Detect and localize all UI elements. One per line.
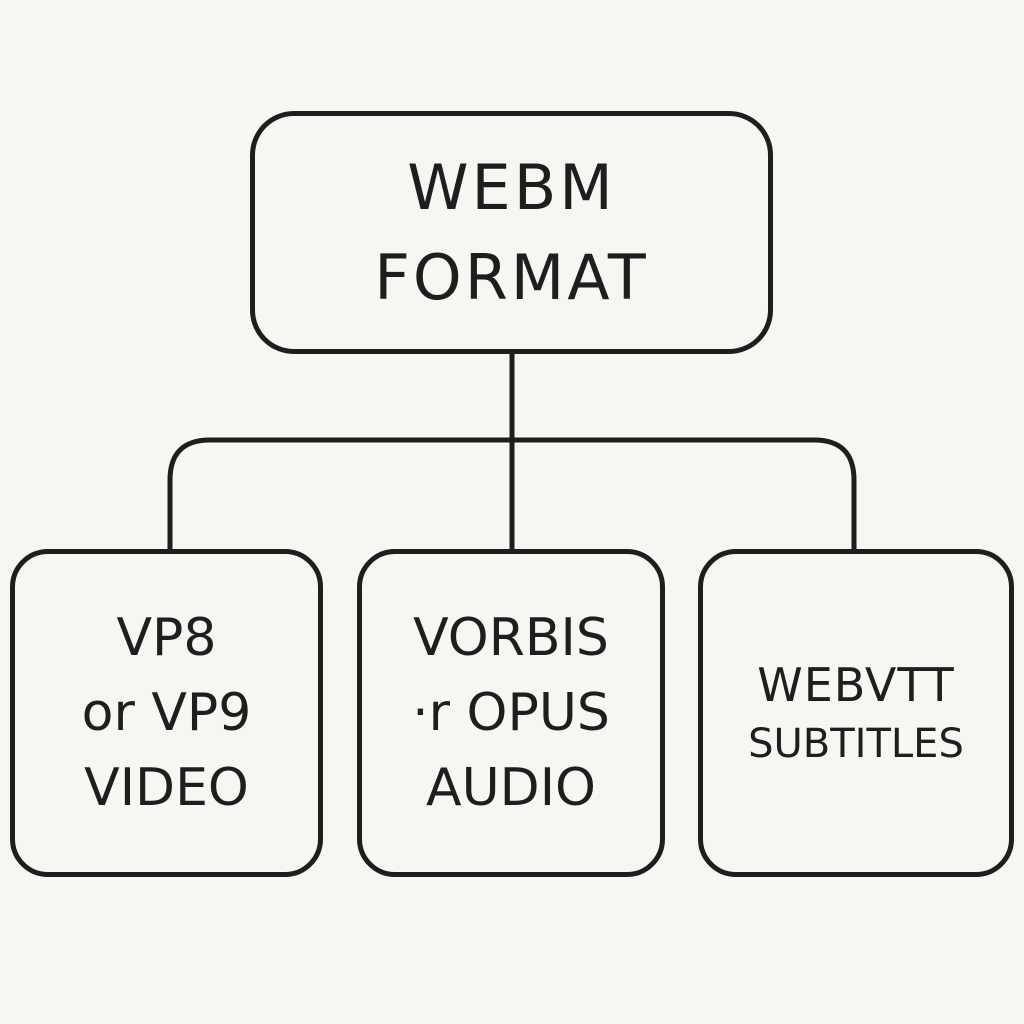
audio-label-line-3: AUDIO — [426, 757, 596, 818]
connector-branch-bar — [167, 437, 857, 549]
child-node-subtitles: WEBVTT SUBTITLES — [698, 549, 1014, 877]
child-node-audio: VORBIS ·r OPUS AUDIO — [357, 549, 665, 877]
audio-label-line-1: VORBIS — [413, 607, 609, 668]
child-node-video: VP8 or VP9 VIDEO — [10, 549, 323, 877]
video-label-line-1: VP8 — [116, 607, 217, 668]
audio-label-line-2: ·r OPUS — [412, 682, 610, 743]
subtitles-label-line-2: SUBTITLES — [748, 721, 964, 767]
root-node-webm-format: WEBM FORMAT — [250, 111, 773, 354]
root-label-line-1: WEBM — [407, 150, 616, 224]
subtitles-label-line-1: WEBVTT — [757, 658, 955, 712]
video-label-line-3: VIDEO — [84, 757, 249, 818]
video-label-line-2: or VP9 — [81, 682, 252, 743]
root-label-line-2: FORMAT — [374, 240, 649, 314]
